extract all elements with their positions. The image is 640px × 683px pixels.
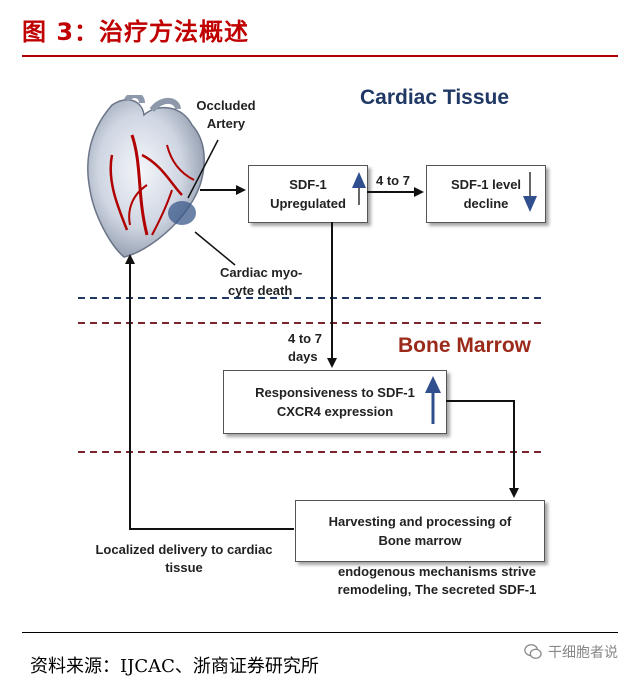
- title-underline: [22, 55, 618, 57]
- box-sdf1-decline-line-2: decline: [451, 194, 521, 213]
- myocyte-death-line-1: Cardiac myo-: [220, 264, 302, 282]
- four-to-seven-days-line-1: 4 to 7: [288, 330, 322, 348]
- occluded-artery-line-1: Occluded: [190, 97, 262, 115]
- occluded-artery-line-2: Artery: [190, 115, 262, 133]
- box-sdf1-upregulated-line-2: Upregulated: [270, 194, 346, 213]
- box-sdf1-upregulated: SDF-1 Upregulated: [248, 165, 368, 223]
- four-to-seven-label-top: 4 to 7: [376, 172, 410, 190]
- myocyte-death-line-2: cyte death: [220, 282, 302, 300]
- box-harvesting-line-2: Bone marrow: [329, 531, 512, 550]
- watermark-text: 干细胞者说: [548, 642, 618, 662]
- four-to-seven-days-label: 4 to 7 days: [288, 330, 322, 366]
- box-harvesting: Harvesting and processing of Bone marrow: [295, 500, 545, 562]
- arrow-responsiveness-to-harvesting: [446, 401, 514, 496]
- section-label-cardiac-tissue: Cardiac Tissue: [360, 86, 509, 110]
- localized-delivery-line-1: Localized delivery to cardiac: [78, 541, 290, 559]
- section-label-bone-marrow: Bone Marrow: [398, 334, 531, 358]
- localized-delivery-label: Localized delivery to cardiac tissue: [78, 541, 290, 577]
- wechat-icon: [524, 643, 542, 661]
- box-sdf1-decline-line-1: SDF-1 level: [451, 175, 521, 194]
- box-responsiveness: Responsiveness to SDF-1 CXCR4 expression: [223, 370, 447, 434]
- localized-delivery-line-2: tissue: [78, 559, 290, 577]
- endogenous-mechanisms-label: endogenous mechanisms strive remodeling,…: [326, 563, 548, 599]
- figure-title: 图 3：治疗方法概述: [22, 12, 249, 47]
- endogenous-line-2: remodeling, The secreted SDF-1: [326, 581, 548, 599]
- box-sdf1-level-decline: SDF-1 level decline: [426, 165, 546, 223]
- myocyte-death-label: Cardiac myo- cyte death: [220, 264, 302, 300]
- box-sdf1-upregulated-line-1: SDF-1: [270, 175, 346, 194]
- four-to-seven-days-line-2: days: [288, 348, 322, 366]
- footer-rule: [22, 632, 618, 633]
- box-harvesting-line-1: Harvesting and processing of: [329, 512, 512, 531]
- source-caption: 资料来源：IJCAC、浙商证券研究所: [30, 652, 319, 678]
- watermark: 干细胞者说: [524, 642, 618, 662]
- endogenous-line-1: endogenous mechanisms strive: [326, 563, 548, 581]
- box-responsiveness-line-1: Responsiveness to SDF-1: [255, 383, 415, 402]
- occluded-artery-label: Occluded Artery: [190, 97, 262, 133]
- box-responsiveness-line-2: CXCR4 expression: [255, 402, 415, 421]
